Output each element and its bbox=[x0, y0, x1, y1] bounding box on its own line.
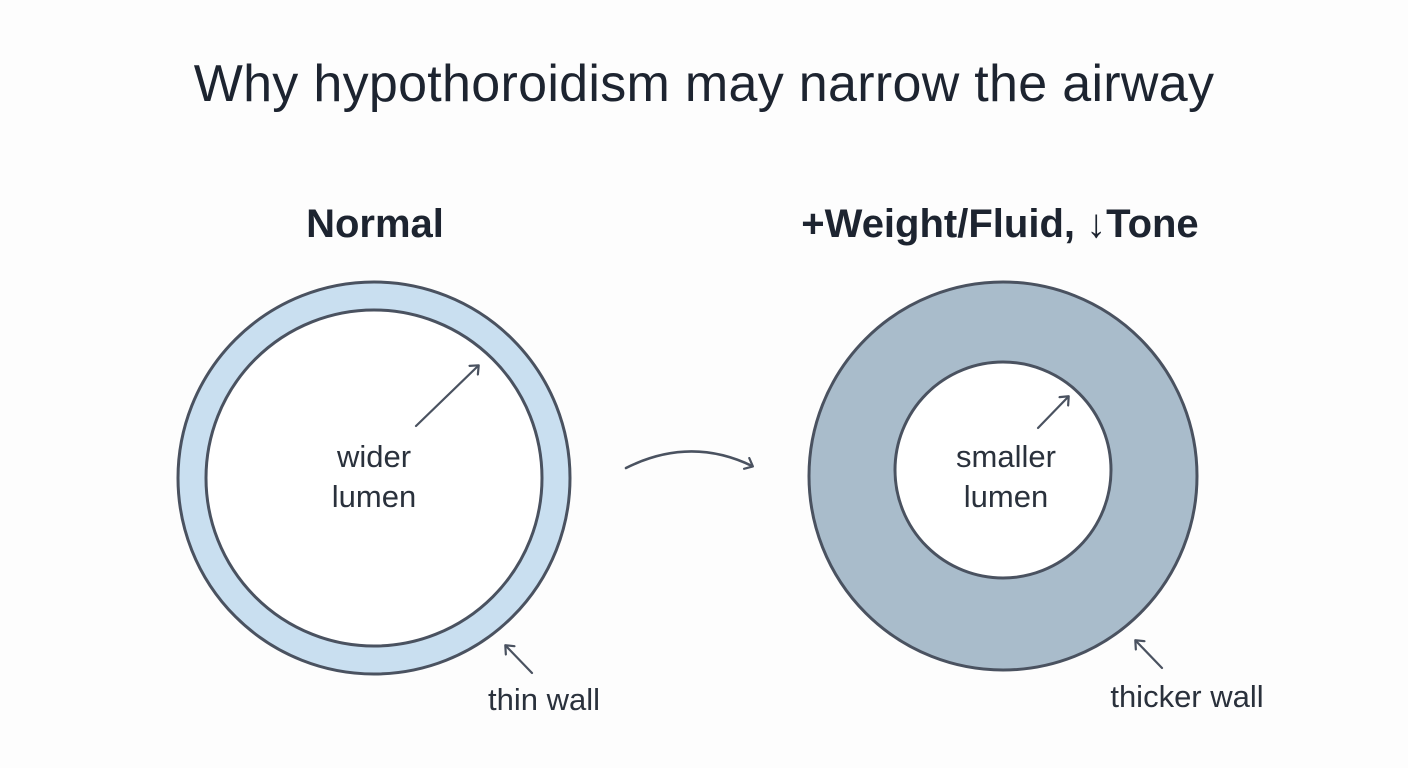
panel-heading-normal: Normal bbox=[306, 202, 444, 246]
thin-wall-label: thin wall bbox=[488, 682, 600, 717]
normal-airway bbox=[176, 280, 572, 676]
narrowed-airway-lumen bbox=[893, 360, 1113, 580]
thicker-wall-label: thicker wall bbox=[1110, 679, 1264, 714]
transition-arrow bbox=[624, 450, 752, 468]
thin-wall-pointer-arrow bbox=[506, 646, 534, 675]
wider-lumen-label-line1: wider bbox=[336, 439, 412, 474]
wider-lumen-label: wider lumen bbox=[294, 437, 454, 517]
smaller-lumen-label-line1: smaller bbox=[956, 439, 1056, 474]
smaller-lumen-label-line2: lumen bbox=[963, 479, 1049, 514]
smaller-lumen-pointer-arrow bbox=[1036, 397, 1068, 430]
normal-airway-lumen bbox=[204, 308, 544, 648]
panel-heading-narrowed: +Weight/Fluid, ↓Tone bbox=[801, 202, 1199, 246]
page-title: Why hypothoroidism may narrow the airway bbox=[193, 55, 1215, 113]
narrowed-airway bbox=[807, 280, 1199, 672]
wider-lumen-label-line2: lumen bbox=[331, 479, 417, 514]
wider-lumen-pointer-arrow bbox=[414, 366, 478, 428]
thicker-wall-pointer-arrow bbox=[1136, 641, 1164, 670]
smaller-lumen-label: smaller lumen bbox=[923, 437, 1089, 517]
